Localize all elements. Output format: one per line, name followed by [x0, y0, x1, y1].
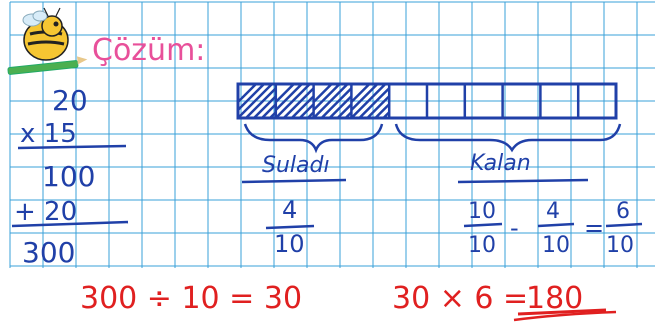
- product-result: 300: [22, 236, 75, 269]
- hatch-stroke: [336, 103, 353, 119]
- watered-label: Suladı: [262, 153, 330, 178]
- hatch-stroke: [237, 83, 257, 103]
- hatch-stroke: [366, 95, 391, 119]
- remaining-label: Kalan: [470, 151, 531, 176]
- hatch-stroke: [274, 83, 311, 119]
- minus-sign: -: [510, 214, 519, 242]
- hatch-stroke: [312, 83, 349, 119]
- hatch-stroke: [320, 87, 353, 119]
- partial-product: 100: [42, 160, 95, 193]
- final-answer-underline: [517, 308, 607, 316]
- watered-numerator: 4: [282, 196, 297, 224]
- whole-numerator: 10: [468, 199, 496, 224]
- part-denominator: 10: [542, 233, 570, 258]
- part-numerator: 4: [546, 199, 560, 224]
- hatch-stroke: [282, 87, 315, 119]
- bar-cell-shaded: [312, 83, 353, 119]
- division-step: 300 ÷ 10 = 30: [80, 281, 302, 316]
- page-title: Çözüm:: [92, 33, 205, 68]
- hatch-stroke: [312, 83, 341, 111]
- hatch-stroke: [350, 83, 379, 111]
- hatch-stroke: [374, 103, 391, 119]
- add-line: + 20: [14, 197, 77, 227]
- remaining-numerator: 6: [616, 199, 630, 224]
- hatch-stroke: [237, 83, 265, 111]
- multiplication-step: 30 × 6 =: [392, 281, 528, 316]
- final-answer-underline-2: [513, 310, 617, 322]
- hatch-stroke: [328, 95, 353, 119]
- hatch-stroke: [358, 87, 391, 119]
- hatch-stroke: [298, 103, 315, 119]
- remaining-denominator: 10: [606, 233, 634, 258]
- hatch-stroke: [350, 83, 371, 103]
- watered-denominator: 10: [274, 230, 305, 258]
- bee-with-pencil-icon: [7, 7, 88, 75]
- equals-sign: =: [584, 214, 604, 242]
- multiplicand: 20: [52, 84, 88, 117]
- whole-denominator: 10: [468, 233, 496, 258]
- hatch-stroke: [290, 95, 315, 119]
- hatch-stroke: [312, 83, 333, 103]
- remaining-brace: [394, 123, 622, 153]
- hatch-stroke: [274, 83, 295, 103]
- remaining-equation: 10 10 - 4 10 = 6 10: [463, 199, 643, 258]
- hatch-stroke: [350, 83, 387, 119]
- hatch-stroke: [245, 87, 277, 119]
- watered-brace: [243, 123, 384, 154]
- hatch-stroke: [237, 83, 273, 119]
- hatch-stroke: [261, 103, 277, 119]
- graph-paper-grid: [9, 1, 655, 268]
- multiplier-line: x 15: [20, 119, 77, 149]
- hatch-stroke: [274, 83, 303, 111]
- watered-fraction: 4 10: [265, 196, 315, 258]
- hatch-stroke: [253, 95, 277, 119]
- bar-model: [236, 82, 618, 120]
- long-multiplication: 20 x 15 100 + 20 300: [11, 84, 129, 269]
